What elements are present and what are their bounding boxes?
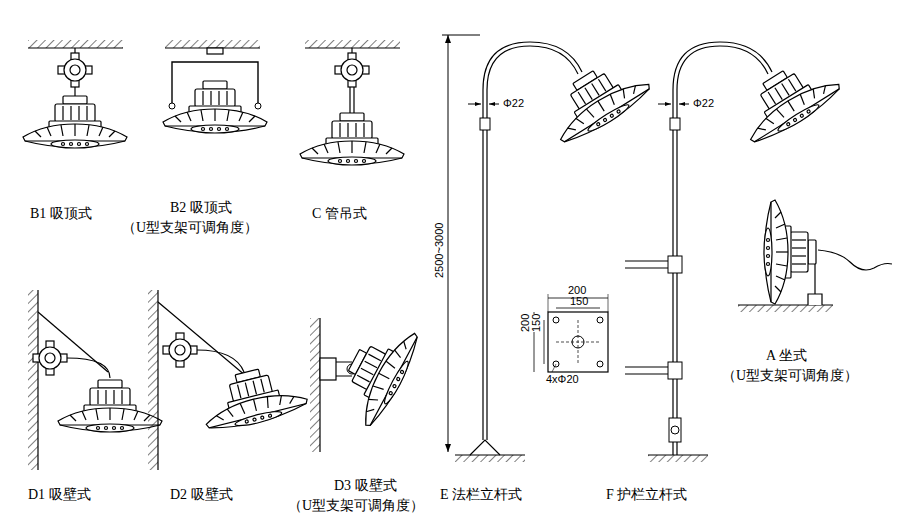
diameter-dimension: Φ22: [503, 97, 524, 110]
width-dimension: 150: [530, 314, 543, 332]
caption: F 护栏立杆式: [606, 487, 687, 504]
height-dimension: 2500~3000: [433, 223, 446, 278]
caption-note: （U型支架可调角度）: [722, 368, 858, 385]
caption-note: （U型支架可调角度）: [122, 220, 258, 237]
caption: C 管吊式: [312, 206, 367, 223]
caption: D2 吸壁式: [170, 487, 233, 504]
hole-dimension: 4xΦ20: [546, 373, 579, 386]
caption: B2 吸顶式: [170, 200, 232, 217]
diameter-dimension: Φ22: [693, 97, 714, 110]
caption: B1 吸顶式: [30, 206, 92, 223]
width-dimension: 150: [570, 295, 588, 308]
caption: E 法栏立杆式: [440, 487, 522, 504]
caption-note: （U型支架可调角度）: [288, 498, 424, 515]
caption: D3 吸壁式: [334, 478, 397, 495]
caption: A 坐式: [766, 348, 807, 365]
caption: D1 吸壁式: [28, 487, 91, 504]
